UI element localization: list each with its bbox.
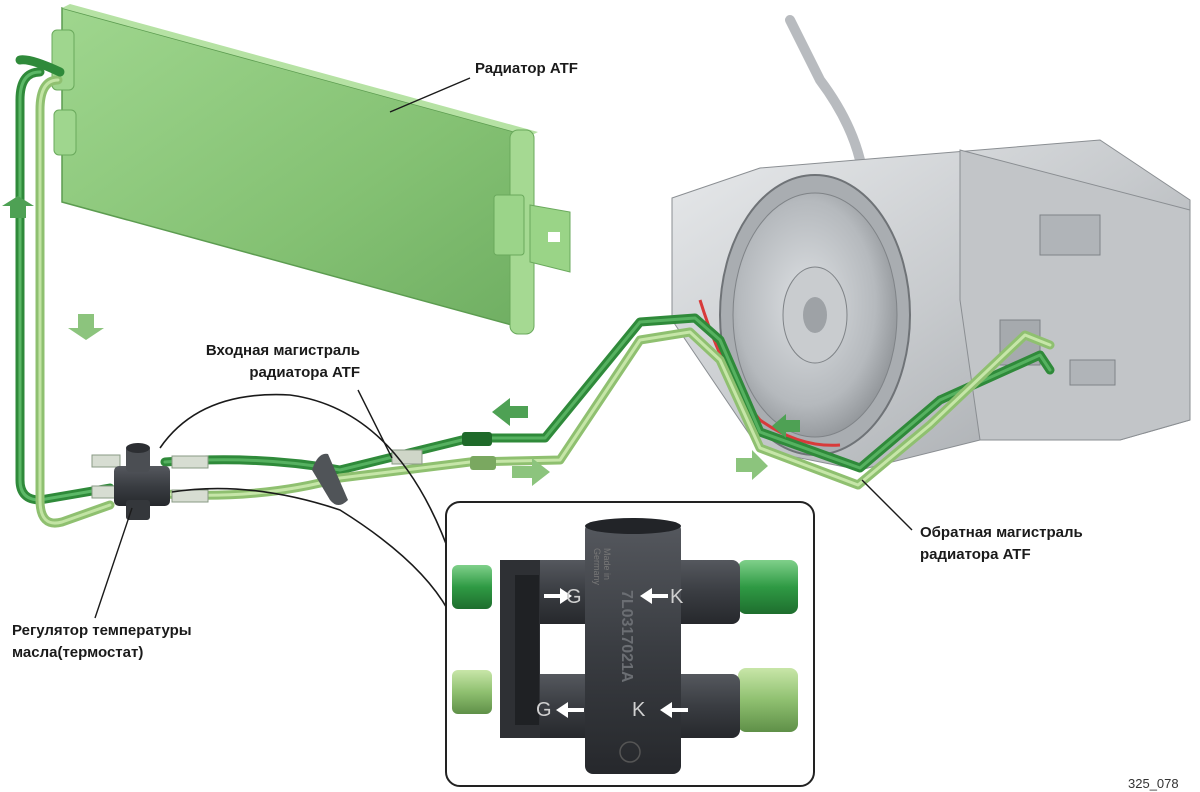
radiator-left-pipes [15,55,115,528]
radiator-label: Радиатор ATF [475,60,578,77]
label-leader-lines [94,77,913,619]
atf-radiator [51,4,571,335]
figure-number: 325_078 [1128,776,1179,791]
hose-fittings [91,432,496,505]
port-label-g-bottom: G [536,699,552,721]
inlet-line-label: Входная магистраль радиатора ATF [205,342,360,381]
port-label-k-bottom: K [632,699,646,721]
made-in-text-1: Made in [602,548,612,580]
part-number-text: 7L0317021A [618,590,635,683]
flow-arrow-left-icon [492,398,528,426]
thermostat-small [114,443,170,520]
port-label-g-top: G [566,586,582,608]
flow-arrow-right-icon [512,458,550,486]
made-in-text-2: Germany [592,548,602,586]
flow-arrow-right-icon [736,450,768,480]
flow-arrow-left-icon [772,414,800,438]
flow-arrow-down-icon [68,314,104,340]
return-line-pipe [160,327,1055,500]
thermostat-detail-inset [445,501,815,787]
return-line-label: Обратная магистраль радиатора ATF [920,524,1083,563]
transmission [671,15,1191,471]
flow-arrow-up-icon [2,196,34,218]
port-label-k-top: K [670,586,684,608]
thermostat-label: Регулятор температуры масла(термостат) [12,622,192,661]
detail-callout-lines [159,393,453,611]
